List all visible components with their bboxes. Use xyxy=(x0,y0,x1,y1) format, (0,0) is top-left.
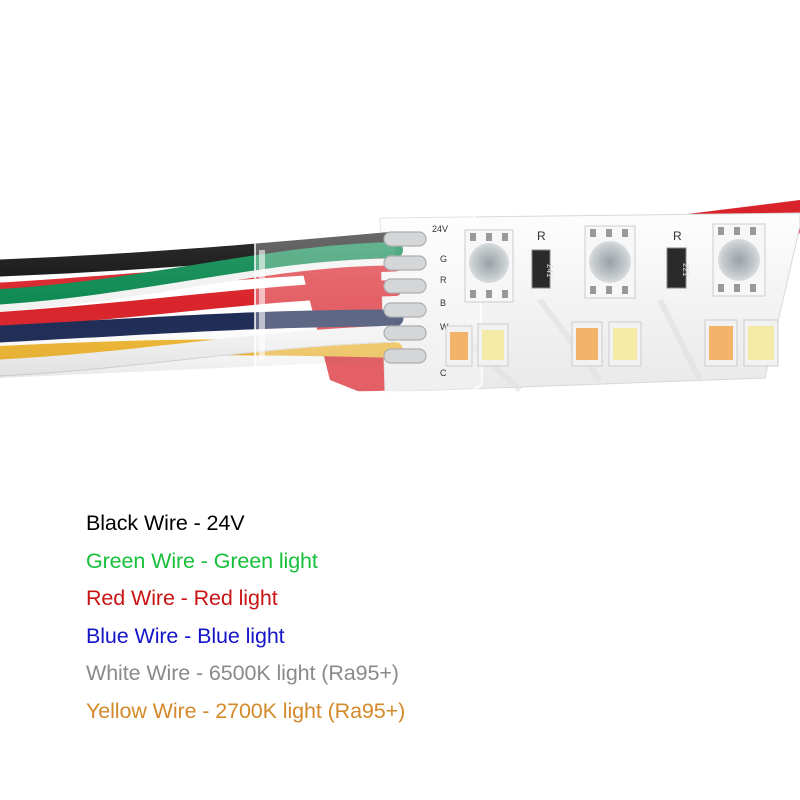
wire-legend: Black Wire - 24V Green Wire - Green ligh… xyxy=(86,505,786,730)
rgb-led-3 xyxy=(712,223,766,297)
pad-label-g: G xyxy=(440,254,447,264)
legend-blue-wire: Blue Wire - Blue light xyxy=(86,623,285,648)
rgb-led-2 xyxy=(584,225,636,299)
rgb-led-1 xyxy=(464,229,514,303)
resistor-2: R 221 xyxy=(666,229,690,289)
solder-joints xyxy=(383,231,427,364)
resistor-1: R 241 xyxy=(531,229,554,289)
warm-white-led-2 xyxy=(571,321,603,367)
legend-white-wire: White Wire - 6500K light (Ra95+) xyxy=(86,661,399,685)
cool-white-led-3 xyxy=(743,319,779,367)
resistor-letter-2: R xyxy=(673,229,682,243)
resistor-letter-1: R xyxy=(537,229,546,243)
legend-green-wire: Green Wire - Green light xyxy=(86,548,318,573)
resistor-code-2: 221 xyxy=(681,263,690,277)
pad-label-w: W xyxy=(440,322,449,332)
strip-voltage-label: 24V xyxy=(432,224,448,234)
pad-label-r: R xyxy=(440,275,447,285)
legend-yellow-wire: Yellow Wire - 2700K light (Ra95+) xyxy=(86,698,406,723)
legend-red-wire: Red Wire - Red light xyxy=(86,586,278,610)
legend-black-wire: Black Wire - 24V xyxy=(86,511,245,535)
wire-shading xyxy=(0,230,395,378)
resistor-code-1: 241 xyxy=(545,264,554,278)
cool-white-led-2 xyxy=(608,321,642,367)
heat-shrink-sleeve xyxy=(254,208,484,393)
warm-white-led-3 xyxy=(704,319,738,367)
led-strip-photo: 24V R G B W C R 241 R 221 xyxy=(0,200,800,393)
pad-label-c: C xyxy=(440,368,447,378)
cool-white-led-1 xyxy=(477,323,509,367)
warm-white-led-1 xyxy=(445,325,473,367)
pad-label-b: B xyxy=(440,298,446,308)
